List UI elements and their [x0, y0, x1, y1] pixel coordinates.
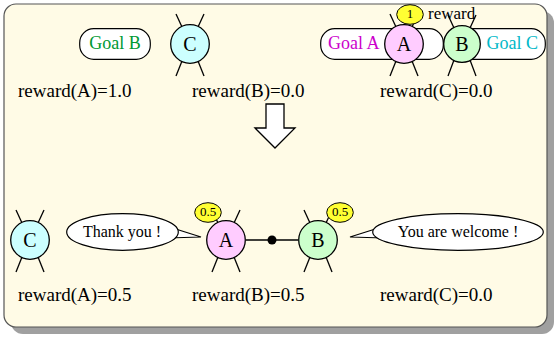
reward-value: reward(B)=0.5: [192, 284, 305, 305]
panel: [4, 4, 547, 327]
node-text: B: [311, 229, 324, 251]
link-dot: [268, 236, 277, 245]
reward-value: reward(A)=1.0: [18, 80, 132, 101]
goal-outline: [321, 29, 444, 60]
reward-balloon: 1: [396, 4, 424, 25]
goal-box: Goal B: [79, 28, 151, 60]
agent-body: [385, 25, 424, 64]
reward-value: reward(C)=0.0: [380, 80, 493, 101]
balloon-shape: [397, 4, 424, 24]
node-text: B: [455, 33, 468, 55]
agent-body: [11, 221, 50, 260]
agent-body: [171, 25, 210, 64]
node-text: 0.5: [332, 205, 348, 219]
node-text: Thank you !: [83, 223, 161, 241]
node-text: 1: [407, 7, 414, 21]
goal-outline: [80, 29, 151, 60]
goal-outline: [451, 29, 546, 60]
bubble-shape: [66, 214, 178, 251]
agent-body: [444, 26, 481, 63]
node-text: Goal B: [89, 34, 141, 54]
agent-circle: A: [384, 24, 424, 64]
agent-circle: C: [170, 24, 210, 64]
speech-bubble: You are welcome !: [372, 213, 544, 251]
agent-circle: A: [206, 220, 246, 260]
label-holder: reward(C)=0.0: [380, 284, 493, 306]
node-text: Goal A: [328, 34, 380, 54]
label-holder: reward(C)=0.0: [380, 80, 493, 102]
label-holder: reward(A)=0.5: [18, 284, 132, 306]
node-text: You are welcome !: [398, 223, 519, 241]
node-text: A: [219, 229, 233, 251]
reward-caption: reward: [428, 4, 475, 23]
down-arrow: [255, 104, 295, 148]
node-text: 0.5: [200, 205, 216, 219]
reward-balloon: 0.5: [194, 202, 222, 223]
label-holder: reward: [428, 4, 475, 24]
label-holder: reward(B)=0.5: [192, 284, 305, 306]
reward-value: reward(A)=0.5: [18, 284, 132, 305]
edge-group: [246, 236, 298, 245]
node-text: C: [183, 33, 196, 55]
agent-body: [207, 221, 246, 260]
bubble-shape: [373, 214, 544, 251]
node-text: Goal C: [487, 34, 539, 54]
reward-value: reward(B)=0.0: [192, 80, 305, 101]
label-holder: reward(A)=1.0: [18, 80, 132, 102]
balloon-shape: [195, 202, 222, 222]
agent-circle: C: [10, 220, 50, 260]
reward-value: reward(C)=0.0: [380, 284, 493, 305]
agent-circle: B: [298, 220, 338, 260]
agent-circle: B: [443, 25, 481, 63]
node-text: C: [23, 229, 36, 251]
reward-balloon: 0.5: [326, 202, 354, 223]
agent-body: [299, 221, 338, 260]
balloon-shape: [327, 202, 354, 222]
node-text: A: [397, 33, 411, 55]
goal-box: Goal A: [320, 28, 444, 60]
speech-bubble: Thank you !: [66, 213, 179, 251]
label-holder: reward(B)=0.0: [192, 80, 305, 102]
